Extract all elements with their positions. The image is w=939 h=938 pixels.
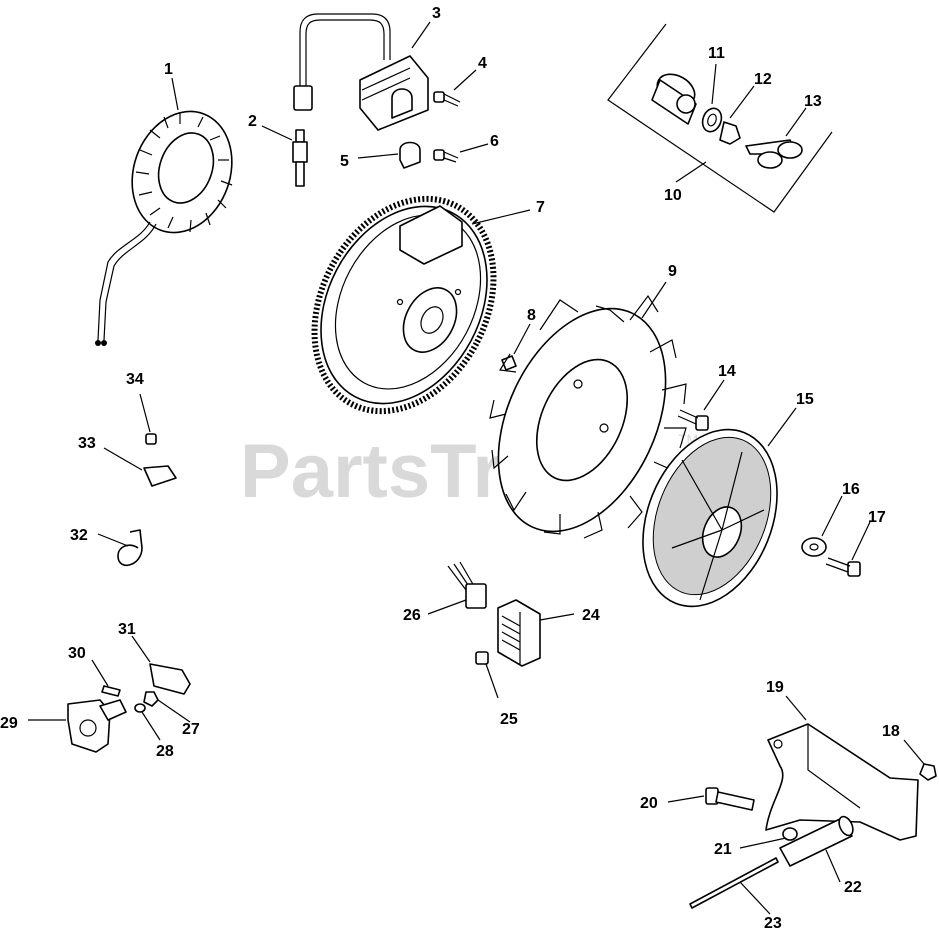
- callout-34[interactable]: 34: [126, 371, 144, 388]
- part-31-boot[interactable]: [149, 663, 191, 695]
- callout-16[interactable]: 16: [842, 481, 860, 498]
- part-34-screw[interactable]: [145, 433, 157, 445]
- part-11-keyswitch[interactable]: [651, 68, 701, 125]
- callout-5[interactable]: 5: [340, 153, 349, 170]
- callout-33[interactable]: 33: [78, 435, 96, 452]
- callout-27[interactable]: 27: [182, 721, 200, 738]
- callout-19[interactable]: 19: [766, 679, 784, 696]
- callout-numbers: 1 2 3 4 5 6 7 8 9 10 11 12 13 14 15 16 1…: [0, 5, 900, 932]
- part-4-screw[interactable]: [433, 91, 461, 107]
- part-29-solenoid[interactable]: [67, 699, 127, 753]
- part-33-clip[interactable]: [143, 465, 177, 487]
- part-24-regulator[interactable]: [497, 599, 541, 667]
- callout-31[interactable]: 31: [118, 621, 136, 638]
- callout-18[interactable]: 18: [882, 723, 900, 740]
- part-28-washer[interactable]: [134, 703, 146, 713]
- callout-28[interactable]: 28: [156, 743, 174, 760]
- callout-11[interactable]: 11: [708, 45, 725, 62]
- part-17-screw[interactable]: [825, 557, 861, 577]
- part-23-rod[interactable]: [689, 857, 779, 909]
- callout-14[interactable]: 14: [718, 363, 736, 380]
- callout-12[interactable]: 12: [754, 71, 772, 88]
- callout-21[interactable]: 21: [714, 841, 732, 858]
- part-19-bracket[interactable]: [765, 723, 919, 841]
- callout-4[interactable]: 4: [478, 55, 487, 72]
- callout-2[interactable]: 2: [248, 113, 257, 130]
- callout-17[interactable]: 17: [868, 509, 886, 526]
- callout-7[interactable]: 7: [536, 199, 545, 216]
- callout-23[interactable]: 23: [764, 915, 782, 932]
- part-20-bolt[interactable]: [705, 787, 755, 811]
- part-22-spacer[interactable]: [779, 814, 856, 867]
- part-21-washer[interactable]: [782, 827, 798, 841]
- part-27-nut[interactable]: [143, 691, 159, 707]
- leader-lines: [28, 21, 925, 915]
- keyswitch-assembly-group: [607, 23, 833, 213]
- part-7-flywheel[interactable]: [279, 168, 529, 443]
- part-30-screw[interactable]: [101, 685, 121, 697]
- part-32-clamp[interactable]: [117, 529, 143, 567]
- part-25-screw[interactable]: [475, 651, 489, 665]
- callout-22[interactable]: 22: [844, 879, 862, 896]
- part-5-clip[interactable]: [399, 141, 421, 169]
- callout-3[interactable]: 3: [432, 5, 441, 22]
- part-9-fan[interactable]: [465, 282, 699, 558]
- callout-8[interactable]: 8: [527, 307, 536, 324]
- callout-10[interactable]: 10: [664, 187, 682, 204]
- part-12-nut[interactable]: [699, 106, 741, 145]
- callout-1[interactable]: 1: [164, 61, 173, 78]
- part-15-screen[interactable]: [618, 409, 802, 626]
- part-2-spark-plug[interactable]: [292, 129, 308, 187]
- callout-30[interactable]: 30: [68, 645, 86, 662]
- callout-32[interactable]: 32: [70, 527, 88, 544]
- part-3-ignition-module[interactable]: [293, 13, 429, 131]
- callout-26[interactable]: 26: [403, 607, 421, 624]
- part-14-screw[interactable]: [677, 409, 709, 431]
- callout-9[interactable]: 9: [668, 263, 677, 280]
- part-1-stator[interactable]: [95, 97, 248, 346]
- callout-24[interactable]: 24: [582, 607, 600, 624]
- part-13-keys[interactable]: [745, 139, 803, 169]
- callout-29[interactable]: 29: [0, 715, 18, 732]
- callout-15[interactable]: 15: [796, 391, 814, 408]
- part-26-connector[interactable]: [447, 561, 487, 609]
- callout-13[interactable]: 13: [804, 93, 822, 110]
- part-18-nut[interactable]: [919, 763, 937, 781]
- part-8-key[interactable]: [501, 355, 517, 371]
- callout-6[interactable]: 6: [490, 133, 499, 150]
- part-16-washer[interactable]: [801, 537, 827, 557]
- callout-20[interactable]: 20: [640, 795, 658, 812]
- callout-25[interactable]: 25: [500, 711, 518, 728]
- part-6-screw[interactable]: [433, 149, 459, 163]
